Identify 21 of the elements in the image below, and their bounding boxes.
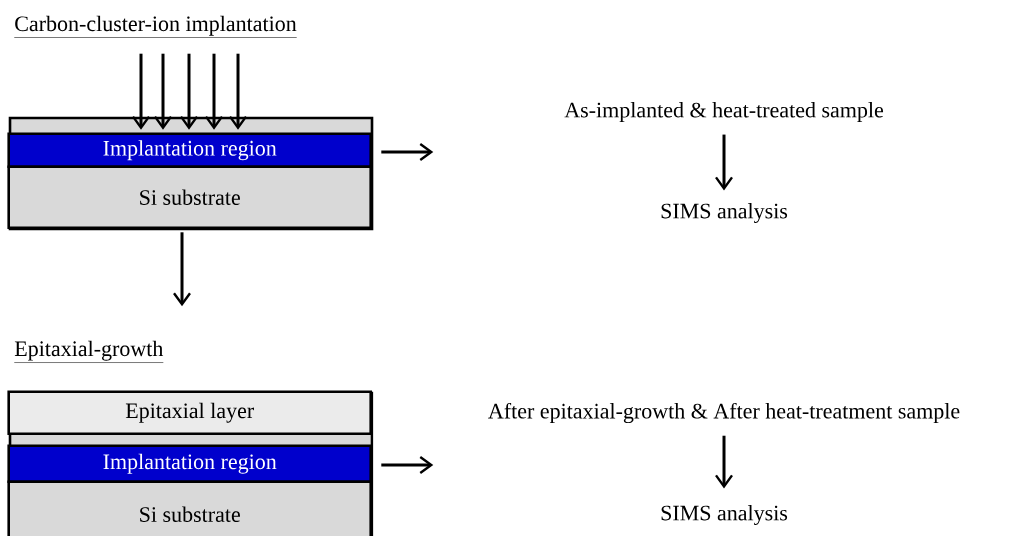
step-text: SIMS analysis — [661, 505, 788, 525]
arrow — [715, 134, 733, 191]
layer-band: Implantation region — [7, 444, 372, 483]
ion-beam-arrow — [205, 53, 223, 130]
layer-band: Epitaxial layer — [7, 390, 372, 435]
arrow — [173, 232, 191, 307]
step-text: As-implanted & heat-treated sample — [564, 102, 884, 122]
section-heading: Epitaxial-growth — [14, 340, 164, 363]
layer-band: Si substrate — [7, 480, 372, 536]
step-text: SIMS analysis — [661, 203, 788, 223]
layer-band: Implantation region — [7, 132, 372, 168]
ion-beam-arrow — [154, 53, 172, 130]
ion-beam-arrow — [132, 53, 150, 130]
layer-band: Si substrate — [7, 165, 372, 229]
ion-beam-arrow — [180, 53, 198, 130]
arrow — [381, 456, 434, 474]
arrow — [715, 435, 733, 489]
arrow — [381, 143, 434, 161]
step-text: After epitaxial-growth & After heat-treatment sample — [488, 402, 960, 424]
section-heading: Carbon-cluster-ion implantation — [14, 15, 297, 38]
ion-beam-arrow — [229, 53, 247, 130]
